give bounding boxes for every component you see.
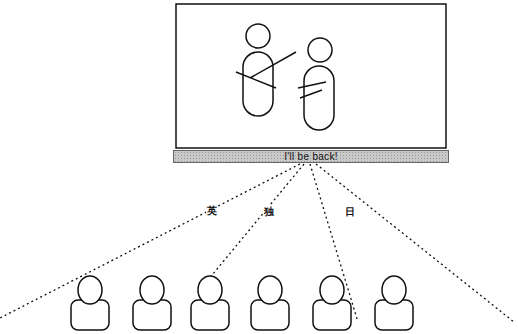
- dotted-line: [310, 164, 358, 322]
- language-label: 日: [344, 206, 356, 217]
- audience-head: [78, 276, 102, 304]
- audience-head: [198, 276, 222, 304]
- audience-head: [140, 276, 164, 304]
- audience-head: [258, 276, 282, 304]
- language-label: 独: [263, 206, 275, 217]
- dotted-line: [0, 164, 300, 318]
- language-label: 英: [206, 205, 218, 216]
- dotted-line: [316, 164, 514, 322]
- dotted-line: [198, 164, 304, 292]
- figure-head: [246, 24, 270, 48]
- figure-head: [308, 38, 332, 62]
- audience-head: [320, 276, 344, 304]
- figure-arm: [236, 52, 296, 88]
- figure-arm: [298, 82, 326, 98]
- figure-body: [243, 52, 273, 116]
- subtitle-bar: I'll be back!: [173, 150, 449, 163]
- subtitle-text: I'll be back!: [281, 151, 341, 162]
- figure-body: [304, 66, 334, 130]
- screen: [176, 4, 446, 148]
- audience-head: [382, 276, 406, 304]
